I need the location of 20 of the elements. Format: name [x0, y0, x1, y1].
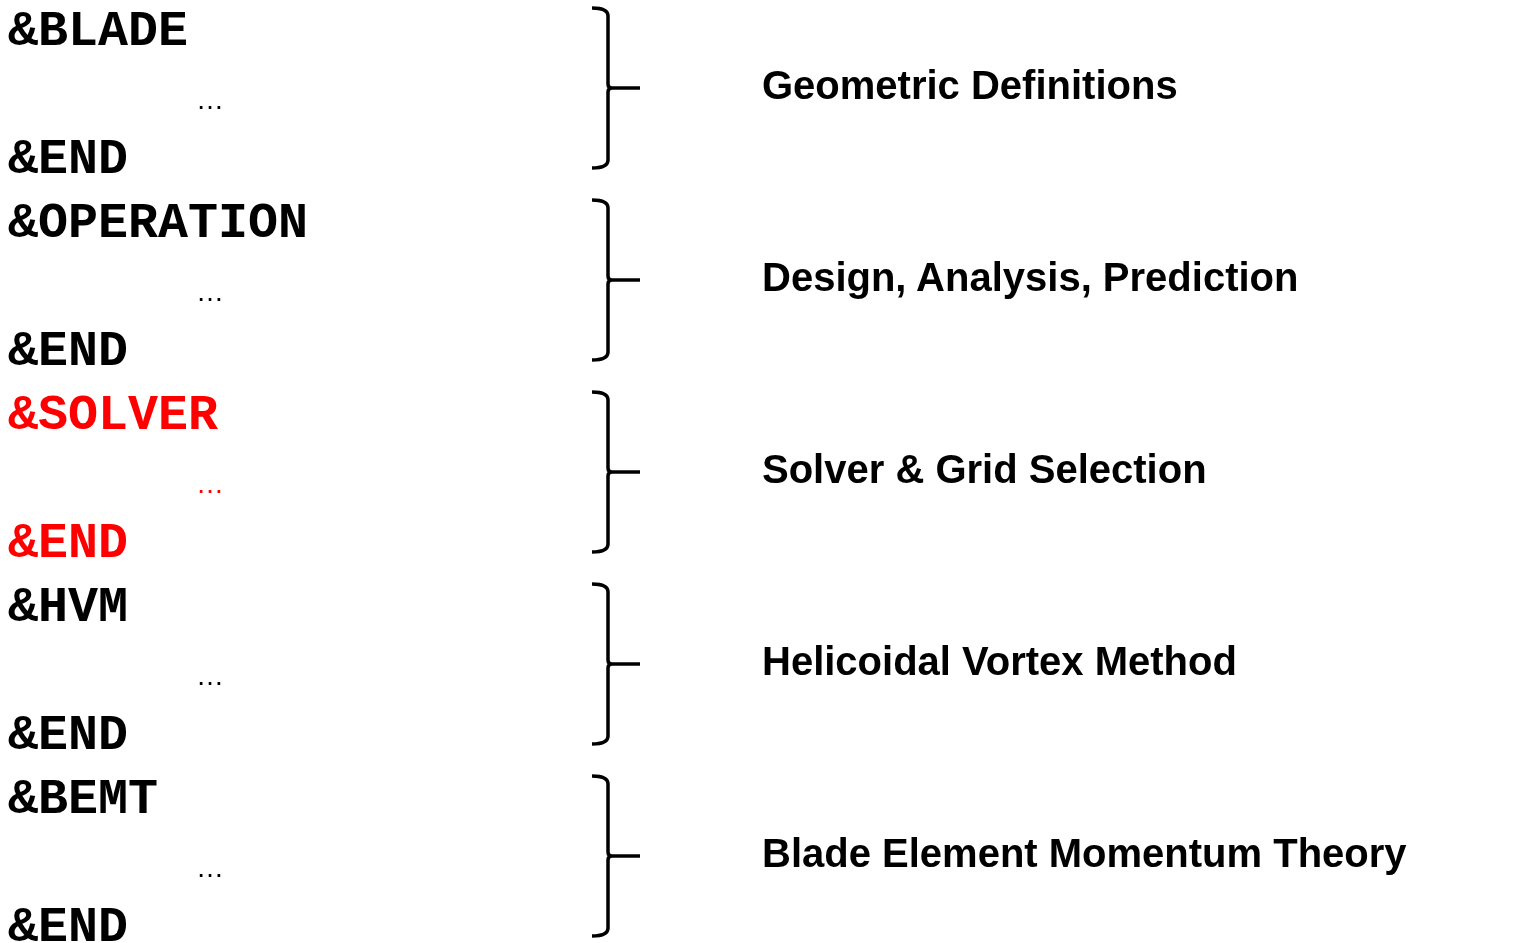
code-keyword: &SOLVER: [8, 391, 219, 441]
section-description: Blade Element Momentum Theory: [762, 833, 1407, 873]
code-keyword: &END: [8, 327, 129, 377]
section-description: Design, Analysis, Prediction: [762, 257, 1299, 297]
ellipsis: …: [196, 470, 224, 498]
code-keyword: &END: [8, 519, 129, 569]
code-keyword: &END: [8, 903, 129, 943]
ellipsis: …: [196, 278, 224, 306]
ellipsis: …: [196, 662, 224, 690]
code-keyword: &HVM: [8, 583, 129, 633]
code-keyword: &END: [8, 711, 129, 761]
code-keyword: &OPERATION: [8, 199, 309, 249]
code-keyword: &BLADE: [8, 7, 189, 57]
section-description: Solver & Grid Selection: [762, 449, 1207, 489]
ellipsis: …: [196, 86, 224, 114]
code-keyword: &BEMT: [8, 775, 159, 825]
code-keyword: &END: [8, 135, 129, 185]
section-description: Helicoidal Vortex Method: [762, 641, 1237, 681]
section-description: Geometric Definitions: [762, 65, 1178, 105]
ellipsis: …: [196, 854, 224, 882]
